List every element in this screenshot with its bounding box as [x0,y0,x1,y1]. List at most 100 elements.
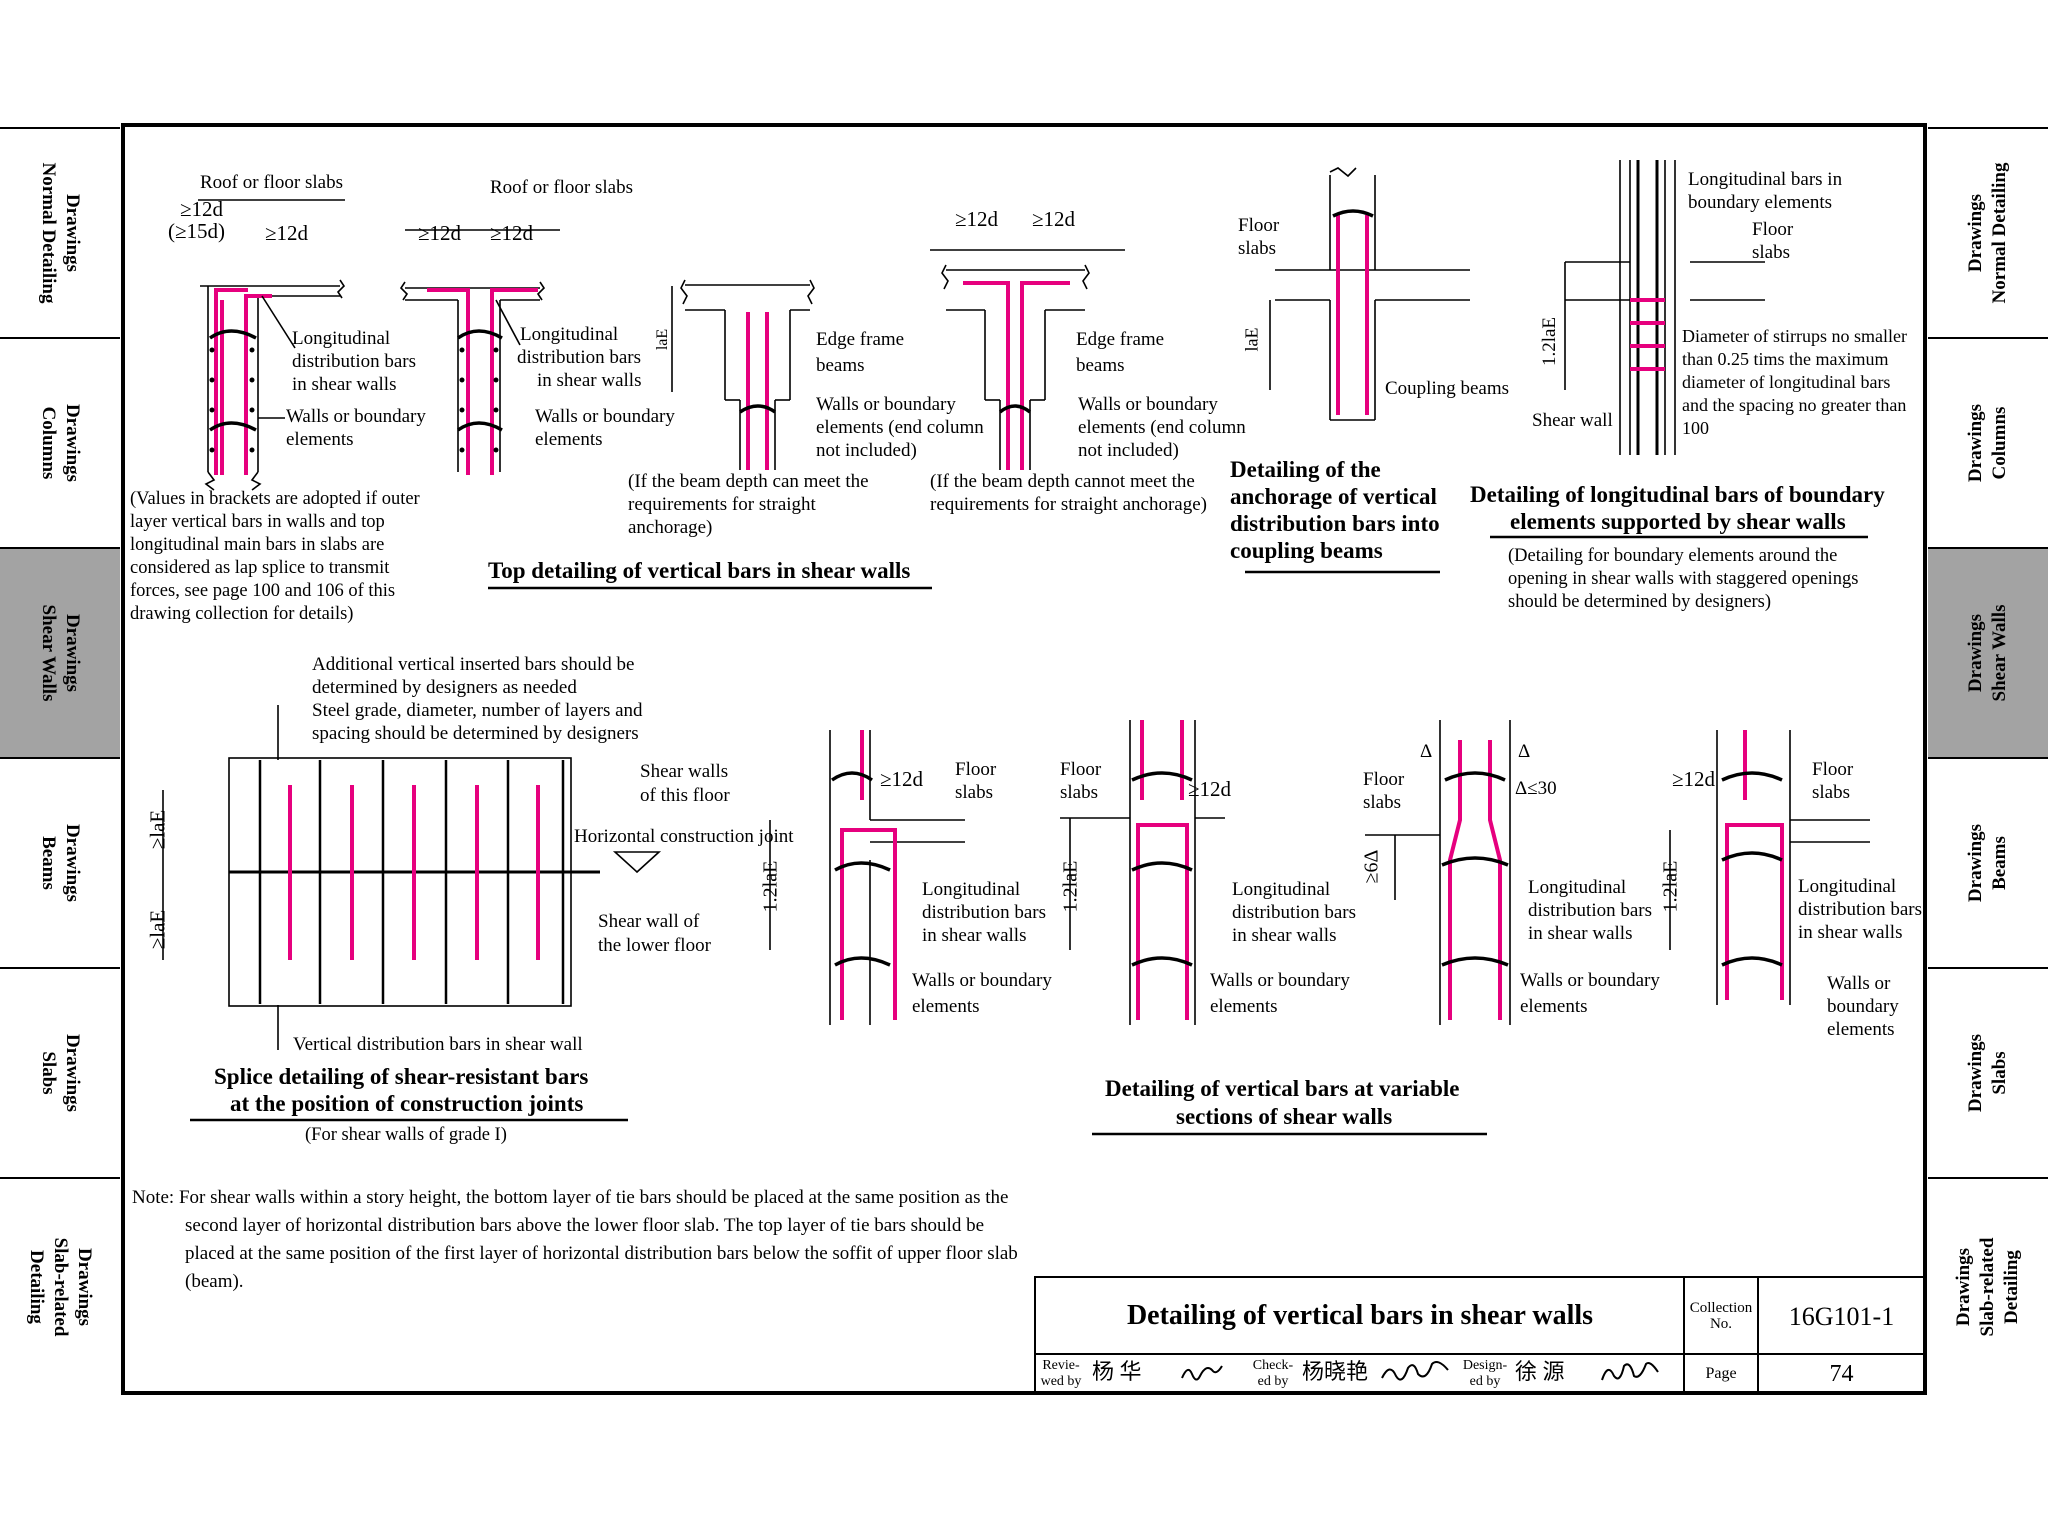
d3-walls-2: elements (end column [816,417,984,438]
v1-walls-1: Walls or boundary [912,970,1052,991]
bracket-note-4: considered as lap splice to transmit [130,558,390,578]
d2-walls-1: Walls or boundary [535,406,675,427]
detail-top-1 [198,199,346,491]
d4-dim-b: ≥12d [1032,207,1076,231]
v1-long-2: distribution bars [922,902,1047,923]
d2-long-bars-1: Longitudinal [520,324,619,345]
bracket-note-3: longitudinal main bars in slabs are [130,535,385,555]
d4-walls-1: Walls or boundary [1078,394,1218,415]
reviewed-by: 杨 华 [1092,1359,1142,1384]
splice-shear-this-1: Shear walls [640,761,729,782]
v1-floor-2: slabs [955,782,993,803]
detail-top-4 [930,249,1125,470]
v3-delta-cond: Δ≤30 [1515,778,1557,799]
collection-label-2: No. [1709,1316,1733,1332]
v2-long-1: Longitudinal [1232,879,1331,900]
d6-diameter-2: than 0.25 tims the maximum [1682,349,1889,369]
v3-long-1: Longitudinal [1528,877,1627,898]
d4-walls-2: elements (end column [1078,417,1246,438]
collection-label: Collection No. [1684,1300,1758,1332]
detail-variable-3 [1365,720,1511,1025]
v1-lae: 1.2laE [759,860,782,913]
d1-dim-c: ≥12d [265,221,309,245]
v2-lae: 1.2laE [1059,860,1082,913]
v1-dim: ≥12d [880,767,924,791]
d4-walls-3: not included) [1078,440,1179,461]
d2-dim-a: ≥12d [418,221,462,245]
v2-long-2: distribution bars [1232,902,1357,923]
d5-caption-2: anchorage of vertical [1230,484,1437,509]
v3-long-2: distribution bars [1528,900,1653,921]
d5-floor-1: Floor [1238,215,1280,236]
d5-lae: laE [1241,327,1262,352]
splice-lae-bot: ≥laE [145,909,170,950]
reviewed-label-1: Revie- [1042,1358,1080,1373]
variable-caption-2: sections of shear walls [1176,1104,1393,1129]
collection-label-1: Collection [1689,1300,1753,1316]
v3-walls-2: elements [1520,996,1588,1017]
v3-floor-2: slabs [1363,792,1401,813]
note-line-2: second layer of horizontal distribution … [185,1215,985,1236]
detail-top-3 [671,279,815,470]
v3-walls-1: Walls or boundary [1520,970,1660,991]
splice-vertical: Vertical distribution bars in shear wall [293,1034,583,1055]
v4-walls-3: elements [1827,1019,1895,1040]
bracket-note-5: forces, see page 100 and 106 of this [130,581,396,601]
v2-long-3: in shear walls [1232,925,1337,946]
reviewed-label-2: wed by [1040,1374,1082,1389]
d6-caption-2: elements supported by shear walls [1510,509,1846,534]
d6-sub-3: should be determined by designers) [1508,592,1772,612]
bracket-note-6: drawing collection for details) [130,604,354,624]
d3-note-3: anchorage) [628,517,713,538]
d6-lae: 1.2laE [1539,316,1561,367]
d6-diameter-5: 100 [1682,418,1709,438]
d3-note-2: requirements for straight [628,494,816,515]
drawing-title: Detailing of vertical bars in shear wall… [1126,1300,1594,1331]
detail-boundary [1564,160,1765,455]
d5-coupling: Coupling beams [1385,378,1510,399]
d1-walls-2: elements [286,429,354,450]
detail-variable-4 [1669,730,1870,1005]
designed-by: 徐 源 [1515,1359,1565,1384]
d6-long-2: boundary elements [1688,192,1833,213]
v3-delta-1: Δ [1420,741,1433,762]
d6-caption-1: Detailing of longitudinal bars of bounda… [1470,482,1885,507]
d2-dim-b: ≥12d [490,221,534,245]
d1-dim-a: ≥12d [180,197,224,221]
splice-shear-this-2: of this floor [640,785,730,806]
d4-dim-a: ≥12d [955,207,999,231]
detail-variable-2 [1060,720,1225,1025]
checked-label-1: Check- [1252,1358,1294,1373]
detail-variable-1 [769,730,965,1025]
d3-walls-1: Walls or boundary [816,394,956,415]
note-line-4: (beam). [185,1271,244,1292]
variable-caption-1: Detailing of vertical bars at variable [1105,1076,1460,1101]
v4-lae: 1.2laE [1659,860,1682,913]
title-block-grid [1034,1276,1926,1394]
v2-walls-1: Walls or boundary [1210,970,1350,991]
d3-note-1: (If the beam depth can meet the [628,471,869,492]
d3-lae: laE [654,328,672,351]
v3-long-3: in shear walls [1528,923,1633,944]
d6-sub-2: opening in shear walls with staggered op… [1508,569,1859,589]
d1-dim-b: (≥15d) [168,219,226,243]
splice-lower-2: the lower floor [598,935,711,956]
page-label: Page [1705,1365,1737,1382]
v2-dim: ≥12d [1188,777,1232,801]
note-line-3: placed at the same position of the first… [185,1243,1018,1264]
d6-diameter-3: diameter of longitudinal bars [1682,372,1891,392]
v4-dim: ≥12d [1672,767,1716,791]
d4-edge-1: Edge frame [1076,329,1165,350]
d6-long-1: Longitudinal bars in [1688,169,1843,190]
